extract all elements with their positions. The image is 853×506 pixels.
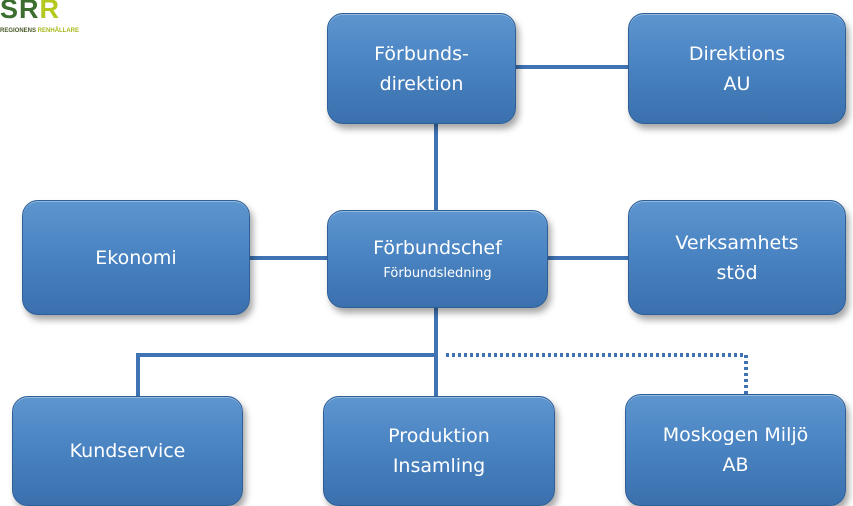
node-label: Produktion <box>388 425 490 447</box>
logo-letters-sr: SR <box>0 0 40 24</box>
node-label: Ekonomi <box>95 246 177 269</box>
node-sublabel: Förbundsledning <box>383 266 492 281</box>
node-label: Förbundschef <box>373 237 502 259</box>
node-forbundsdirektion: Förbunds- direktion <box>327 13 516 124</box>
node-forbundschef: Förbundschef Förbundsledning <box>327 210 548 308</box>
node-label: Verksamhets <box>675 231 799 254</box>
node-label: AB <box>722 454 749 476</box>
node-label: stöd <box>716 261 758 284</box>
node-label: Insamling <box>392 455 486 477</box>
logo-tagline: REGIONENS RENHÅLLARE <box>0 28 79 34</box>
node-produktion-insamling: Produktion Insamling <box>323 396 555 506</box>
node-verksamhetsstod: Verksamhets stöd <box>628 200 846 315</box>
connector-moskogen-dotted <box>446 353 748 394</box>
node-label: Förbunds- <box>374 42 469 65</box>
node-label: Direktions <box>688 42 786 65</box>
node-label: Moskogen Miljö <box>662 424 809 446</box>
connector-kundservice <box>136 353 436 396</box>
node-kundservice: Kundservice <box>12 396 243 506</box>
srr-logo: SRR REGIONENS RENHÅLLARE <box>0 0 160 40</box>
logo-tagline-part1: REGIONENS <box>0 28 38 34</box>
node-direktions-au: Direktions AU <box>628 13 846 124</box>
node-label: direktion <box>379 72 464 95</box>
logo-letters-r: R <box>39 0 61 24</box>
logo-tagline-part2: RENHÅLLARE <box>37 28 80 34</box>
node-ekonomi: Ekonomi <box>22 200 250 315</box>
node-moskogen-miljo: Moskogen Miljö AB <box>625 394 846 506</box>
node-label: AU <box>723 72 751 95</box>
logo-letters: SRR <box>0 0 60 24</box>
node-label: Kundservice <box>69 440 186 462</box>
